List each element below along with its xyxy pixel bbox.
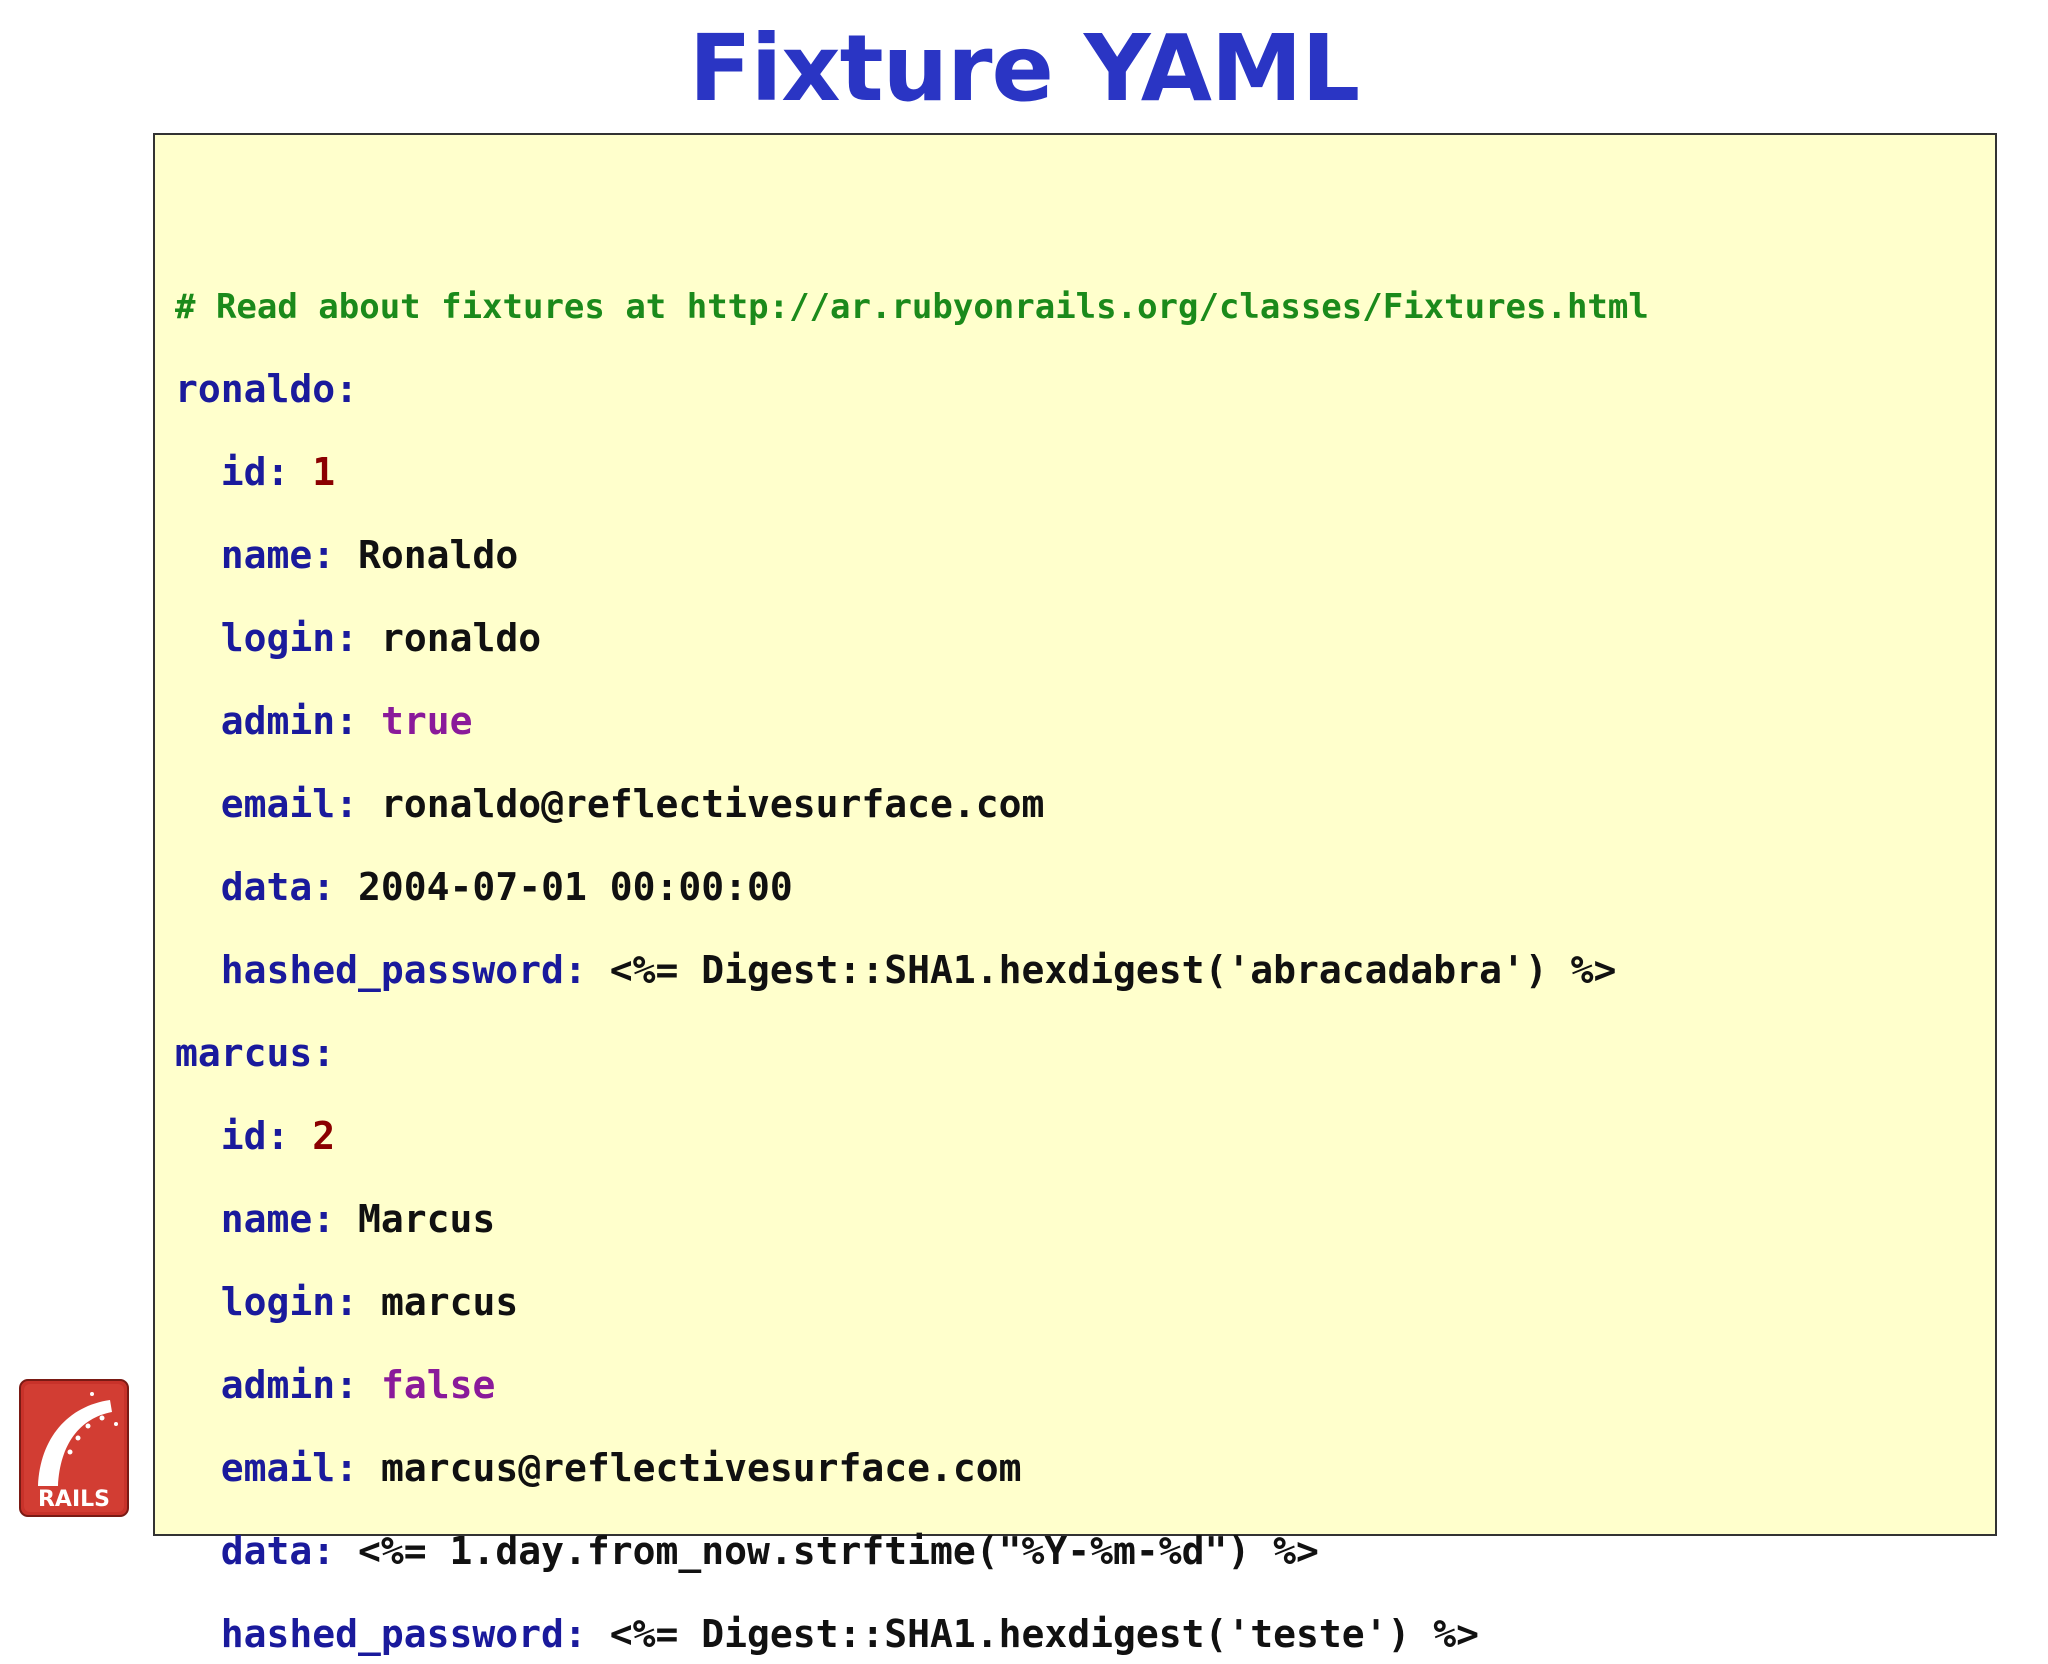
field-line: admin: true (175, 691, 473, 751)
field-value: <%= Digest::SHA1.hexdigest('abracadabra'… (609, 948, 1617, 992)
field-key: admin: (220, 699, 359, 743)
field-line: login: marcus (175, 1272, 518, 1332)
field-value: true (380, 699, 473, 743)
field-key: hashed_password: (220, 948, 587, 992)
record-key: ronaldo: (175, 367, 359, 411)
field-line: name: Ronaldo (175, 525, 518, 585)
field-line: hashed_password: <%= Digest::SHA1.hexdig… (175, 940, 1617, 1000)
field-value: ronaldo@reflectivesurface.com (380, 782, 1045, 826)
field-line: hashed_password: <%= Digest::SHA1.hexdig… (175, 1604, 1479, 1664)
field-value: <%= Digest::SHA1.hexdigest('teste') %> (609, 1612, 1480, 1656)
field-value: 2004-07-01 00:00:00 (358, 865, 793, 909)
field-line: id: 1 (175, 442, 335, 502)
field-line: email: marcus@reflectivesurface.com (175, 1438, 1022, 1498)
field-value: Marcus (358, 1197, 496, 1241)
field-key: admin: (220, 1363, 359, 1407)
rails-logo: RAILS (19, 1379, 129, 1517)
field-key: hashed_password: (220, 1612, 587, 1656)
field-value: false (380, 1363, 496, 1407)
slide-title: Fixture YAML (688, 15, 1360, 122)
field-key: login: (220, 616, 359, 660)
field-line: name: Marcus (175, 1189, 496, 1249)
field-value: marcus (380, 1280, 519, 1324)
code-block: # Read about fixtures at http://ar.rubyo… (153, 133, 1997, 1656)
field-value: marcus@reflectivesurface.com (380, 1446, 1022, 1490)
field-value: ronaldo (380, 616, 542, 660)
field-key: data: (220, 865, 336, 909)
field-value: Ronaldo (358, 533, 519, 577)
field-line: email: ronaldo@reflectivesurface.com (175, 774, 1045, 834)
field-key: name: (220, 533, 336, 577)
field-line: login: ronaldo (175, 608, 541, 668)
field-key: id: (220, 450, 290, 494)
field-value: 1 (312, 450, 336, 494)
rails-logo-text: RAILS (38, 1487, 110, 1512)
field-key: email: (220, 1446, 359, 1490)
field-value: 2 (312, 1114, 336, 1158)
field-line: admin: false (175, 1355, 496, 1415)
field-key: id: (220, 1114, 290, 1158)
field-line: data: <%= 1.day.from_now.strftime("%Y-%m… (175, 1521, 1319, 1581)
field-key: name: (220, 1197, 336, 1241)
record-key-ronaldo: ronaldo: (175, 359, 358, 419)
record-key-marcus: marcus: (175, 1023, 335, 1083)
field-line: id: 2 (175, 1106, 335, 1166)
code-comment: # Read about fixtures at http://ar.rubyo… (175, 287, 1649, 327)
field-key: email: (220, 782, 359, 826)
record-key: marcus: (175, 1031, 336, 1075)
field-line: data: 2004-07-01 00:00:00 (175, 857, 793, 917)
field-key: login: (220, 1280, 359, 1324)
